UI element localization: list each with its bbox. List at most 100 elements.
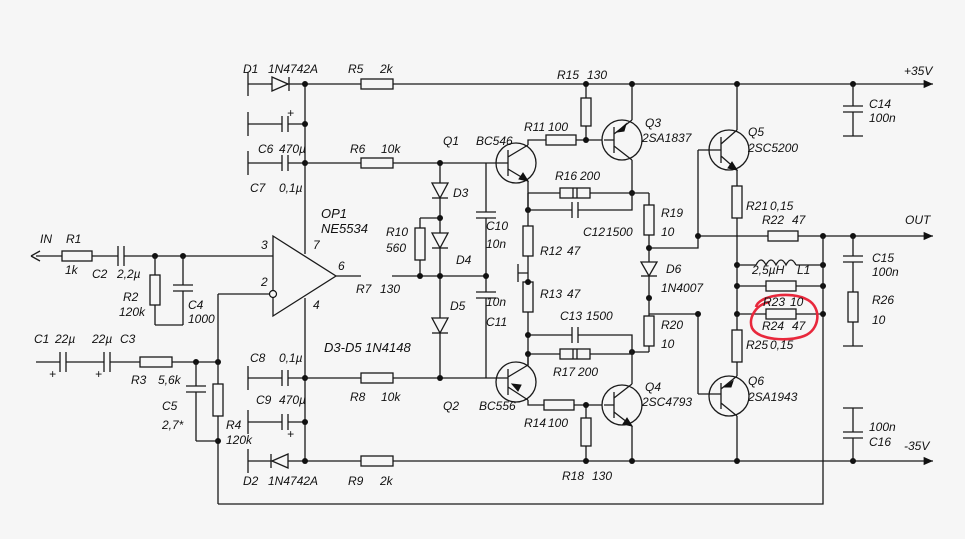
bias-stage [414, 160, 496, 381]
label-r14: R14 [524, 416, 546, 430]
rail-decoupling-caps [843, 81, 863, 464]
label-plus-c3: + [95, 367, 102, 381]
negative-rail [247, 449, 933, 473]
label-c11-val: 10n [486, 295, 506, 309]
label-r10: R10 [386, 225, 408, 239]
label-r20: R20 [661, 318, 683, 332]
label-c6: C6 [258, 142, 274, 156]
label-c16-val: 100n [869, 420, 896, 434]
output-network [737, 230, 933, 347]
label-r8: R8 [350, 390, 366, 404]
label-pin4: 4 [313, 298, 320, 312]
label-r13-val: 47 [567, 287, 582, 301]
label-c16: C16 [869, 435, 891, 449]
label-c10-val: 10n [486, 237, 506, 251]
label-plus-c9: + [287, 427, 294, 441]
label-r1: R1 [66, 232, 81, 246]
label-c2: C2 [92, 267, 108, 281]
label-q2: Q2 [443, 399, 459, 413]
label-r24: R24 [762, 319, 784, 333]
label-c8-val: 0,1µ [279, 351, 303, 365]
transistor-q2 [486, 354, 604, 411]
label-d2-part: 1N4742A [268, 474, 318, 488]
label-r10-val: 560 [386, 241, 406, 255]
label-c11: C11 [486, 315, 507, 329]
label-d3: D3 [453, 186, 469, 200]
label-c1-val: 22µ [54, 332, 75, 346]
label-d1-part: 1N4742A [268, 62, 318, 76]
label-c14: C14 [869, 97, 891, 111]
label-r16-val: 200 [579, 169, 600, 183]
label-r21: R21 [746, 199, 768, 213]
label-r2: R2 [123, 290, 139, 304]
label-r23: R23 [763, 295, 785, 309]
label-plus35: +35V [904, 64, 933, 78]
label-r11: R11 [524, 120, 545, 134]
label-r25-val: 0,15 [770, 338, 794, 352]
label-r17: R17 [553, 365, 576, 379]
label-c15-val: 100n [872, 265, 899, 279]
label-r13: R13 [540, 287, 562, 301]
label-r4-val: 120k [226, 433, 253, 447]
label-r12: R12 [540, 244, 562, 258]
label-r18: R18 [562, 469, 584, 483]
label-c13-val: 1500 [586, 309, 613, 323]
label-r6-val: 10k [381, 142, 401, 156]
label-pin2: 2 [260, 275, 268, 289]
label-c12: C12 [583, 225, 605, 239]
label-c4: C4 [188, 298, 204, 312]
label-c7: C7 [250, 181, 267, 195]
label-q1-part: BC546 [476, 134, 513, 148]
label-minus35: -35V [904, 439, 930, 453]
label-c15: C15 [872, 251, 894, 265]
label-r1-val: 1k [65, 263, 79, 277]
label-d6-part: 1N4007 [661, 281, 704, 295]
label-d2: D2 [243, 474, 259, 488]
transistor-q5 [698, 81, 750, 317]
component-labels: D1 1N4742A R5 2k R15 130 +35V C14 100n +… [34, 62, 933, 488]
label-c6-val: 470µ [279, 142, 306, 156]
label-r9-val: 2k [379, 474, 394, 488]
label-r24-val: 47 [792, 319, 807, 333]
label-pin7: 7 [313, 238, 321, 252]
label-r7-val: 130 [380, 282, 400, 296]
label-q3-part: 2SA1837 [641, 131, 693, 145]
label-q3: Q3 [645, 116, 661, 130]
label-c13: C13 [560, 309, 582, 323]
label-r26-val: 10 [872, 313, 886, 327]
label-c9: C9 [256, 393, 272, 407]
label-q5-part: 2SC5200 [747, 141, 798, 155]
label-op1: OP1 [321, 206, 347, 221]
feedback-network [36, 293, 824, 505]
label-d5: D5 [450, 299, 466, 313]
label-q6: Q6 [748, 374, 764, 388]
transistor-q6 [698, 314, 750, 464]
label-r22: R22 [762, 213, 784, 227]
label-c14-val: 100n [869, 111, 896, 125]
label-r26: R26 [872, 293, 894, 307]
label-r9: R9 [348, 474, 364, 488]
label-r25: R25 [746, 338, 768, 352]
label-r5: R5 [348, 62, 364, 76]
label-r3-val: 5,6k [158, 373, 182, 387]
label-r15: R15 [557, 68, 579, 82]
label-q5: Q5 [748, 125, 764, 139]
label-d3-d5: D3-D5 1N4148 [324, 340, 411, 355]
label-op1-part: NE5534 [321, 221, 368, 236]
label-r8-val: 10k [381, 390, 401, 404]
label-r7: R7 [356, 282, 373, 296]
label-c7-val: 0,1µ [279, 181, 303, 195]
label-q2-part: BC556 [479, 399, 516, 413]
label-c2-val: 2,2µ [116, 267, 141, 281]
label-r23-val: 10 [790, 295, 804, 309]
label-q4-part: 2SC4793 [641, 395, 692, 409]
label-d6: D6 [666, 262, 682, 276]
transistor-q4 [580, 383, 643, 464]
label-r12-val: 47 [567, 244, 582, 258]
input-network [30, 246, 273, 326]
transistor-q1 [486, 134, 604, 213]
label-l1-val: 2,5µH [751, 263, 785, 277]
label-d4: D4 [456, 253, 472, 267]
highlight-circle [749, 293, 819, 341]
